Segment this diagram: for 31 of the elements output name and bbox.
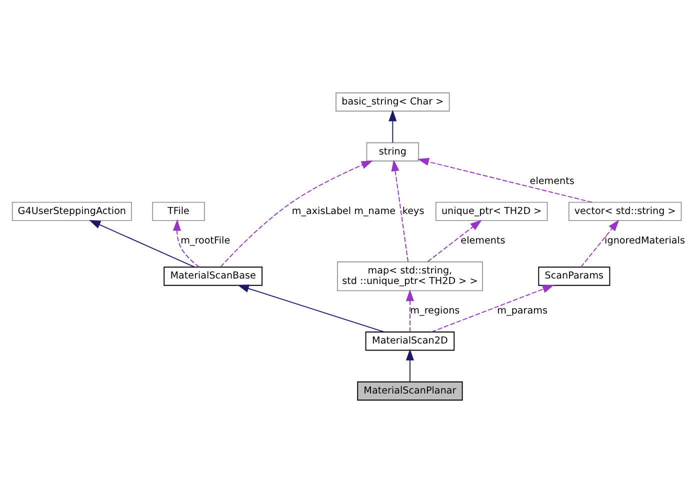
arrow <box>237 284 385 332</box>
arrow <box>388 110 397 144</box>
node-box: MaterialScanPlanar <box>357 381 463 401</box>
arrow <box>406 290 414 332</box>
arrow <box>89 220 196 268</box>
node-box: MaterialScanBase <box>164 266 263 286</box>
arrow <box>430 284 554 332</box>
node-box: vector< std::string > <box>568 202 682 222</box>
node-box: TFile <box>152 202 205 222</box>
arrow <box>172 219 200 268</box>
node-box: G4UserSteppingAction <box>12 202 132 222</box>
node-box: string <box>366 142 420 162</box>
edge-label: keys <box>402 206 424 217</box>
node-box: unique_ptr< TH2D > <box>435 202 548 222</box>
arrow <box>391 160 409 262</box>
node-box: MaterialScan2D <box>365 332 455 351</box>
node-box: map< std::string, std ::unique_ptr< TH2D > > <box>336 261 483 292</box>
edge-label: m_axisLabel m_name <box>292 206 396 217</box>
edge-label: elements <box>460 236 506 247</box>
edge-label: elements <box>530 176 574 188</box>
edge-label: ignoredMaterials <box>604 236 685 247</box>
node-box: basic_string< Char > <box>336 92 450 112</box>
arrow <box>220 160 373 268</box>
arrow <box>427 220 482 262</box>
edge-label: m_regions <box>410 306 460 317</box>
arrow <box>406 348 414 382</box>
node-box: ScanParams <box>538 266 610 286</box>
arrow <box>580 220 620 268</box>
arrow <box>417 158 592 203</box>
edge-label: m_rootFile <box>180 236 230 247</box>
edge-label: m_params <box>497 306 548 317</box>
